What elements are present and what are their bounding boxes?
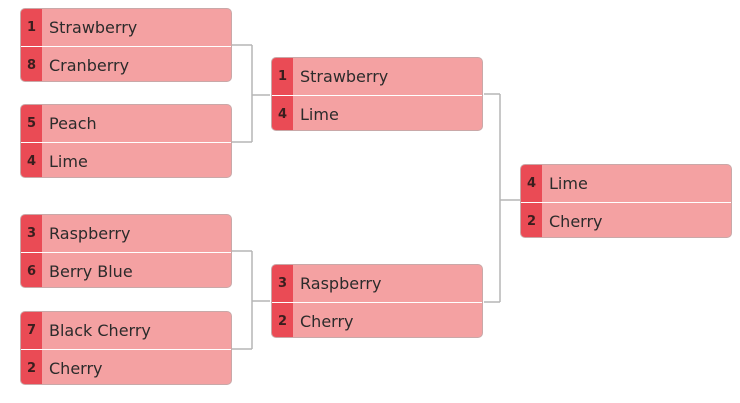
- team-name: Strawberry: [49, 18, 138, 37]
- match-final[interactable]: 4 Lime 2 Cherry: [520, 164, 732, 238]
- seed-badge: 1: [272, 58, 293, 95]
- seed-badge: 8: [21, 47, 42, 81]
- seed-badge: 4: [21, 143, 42, 177]
- match-r1-4[interactable]: 7 Black Cherry 2 Cherry: [20, 311, 232, 385]
- match-r2-1[interactable]: 1 Strawberry 4 Lime: [271, 57, 483, 131]
- team-name: Cherry: [49, 359, 103, 378]
- team-slot[interactable]: 7 Black Cherry: [21, 312, 231, 349]
- team-slot[interactable]: 8 Cranberry: [21, 46, 231, 81]
- seed-badge: 3: [21, 215, 42, 252]
- team-slot[interactable]: 3 Raspberry: [272, 265, 482, 302]
- connector-r1-top: [232, 44, 270, 143]
- team-slot[interactable]: 2 Cherry: [272, 302, 482, 337]
- team-name: Raspberry: [49, 224, 131, 243]
- connector-r1-bottom: [232, 250, 270, 350]
- team-name: Cherry: [549, 212, 603, 231]
- team-slot[interactable]: 1 Strawberry: [21, 9, 231, 46]
- seed-badge: 5: [21, 105, 42, 142]
- team-name: Cranberry: [49, 56, 130, 75]
- seed-badge: 4: [272, 96, 293, 130]
- team-slot[interactable]: 6 Berry Blue: [21, 252, 231, 287]
- seed-badge: 1: [21, 9, 42, 46]
- seed-badge: 7: [21, 312, 42, 349]
- team-name: Lime: [300, 105, 339, 124]
- seed-badge: 2: [272, 303, 293, 337]
- team-name: Black Cherry: [49, 321, 151, 340]
- seed-badge: 2: [521, 203, 542, 237]
- team-slot[interactable]: 1 Strawberry: [272, 58, 482, 95]
- team-slot[interactable]: 2 Cherry: [521, 202, 731, 237]
- seed-badge: 3: [272, 265, 293, 302]
- team-slot[interactable]: 3 Raspberry: [21, 215, 231, 252]
- team-slot[interactable]: 2 Cherry: [21, 349, 231, 384]
- match-r1-2[interactable]: 5 Peach 4 Lime: [20, 104, 232, 178]
- match-r1-1[interactable]: 1 Strawberry 8 Cranberry: [20, 8, 232, 82]
- team-name: Lime: [49, 152, 88, 171]
- team-slot[interactable]: 5 Peach: [21, 105, 231, 142]
- match-r1-3[interactable]: 3 Raspberry 6 Berry Blue: [20, 214, 232, 288]
- team-name: Cherry: [300, 312, 354, 331]
- team-slot[interactable]: 4 Lime: [21, 142, 231, 177]
- team-slot[interactable]: 4 Lime: [272, 95, 482, 130]
- team-name: Peach: [49, 114, 97, 133]
- team-name: Berry Blue: [49, 262, 133, 281]
- team-name: Strawberry: [300, 67, 389, 86]
- match-r2-2[interactable]: 3 Raspberry 2 Cherry: [271, 264, 483, 338]
- team-name: Raspberry: [300, 274, 382, 293]
- seed-badge: 2: [21, 350, 42, 384]
- team-name: Lime: [549, 174, 588, 193]
- seed-badge: 4: [521, 165, 542, 202]
- seed-badge: 6: [21, 253, 42, 287]
- team-slot[interactable]: 4 Lime: [521, 165, 731, 202]
- connector-r2: [484, 93, 520, 303]
